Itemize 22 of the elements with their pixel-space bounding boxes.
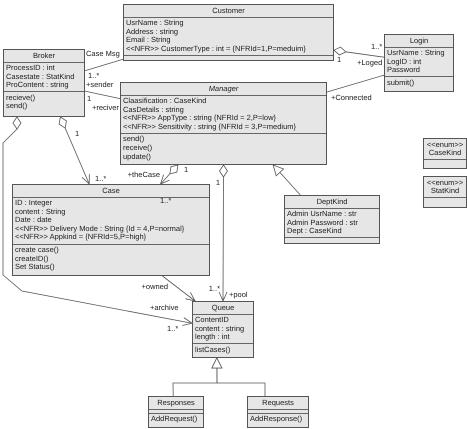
aggregation-arrow — [160, 164, 178, 184]
enumeration-box — [423, 138, 467, 169]
class-box — [384, 34, 454, 92]
class-box — [247, 396, 309, 428]
association-line — [84, 58, 124, 72]
association-line — [326, 74, 384, 92]
aggregation-arrow — [2, 116, 192, 326]
association-line — [84, 90, 120, 99]
aggregation-arrow — [58, 116, 90, 184]
aggregation-arrow — [218, 164, 228, 302]
aggregation-line — [334, 46, 384, 58]
class-box — [284, 195, 380, 244]
class-box — [192, 301, 254, 358]
class-box — [3, 49, 85, 117]
generalization-arrow — [272, 164, 301, 196]
association-arrow — [162, 276, 196, 302]
class-box — [148, 396, 204, 428]
class-box — [120, 82, 327, 165]
class-box — [123, 4, 334, 61]
class-box — [12, 184, 210, 276]
generalization-arrow — [211, 358, 266, 396]
enumeration-box — [423, 176, 467, 208]
